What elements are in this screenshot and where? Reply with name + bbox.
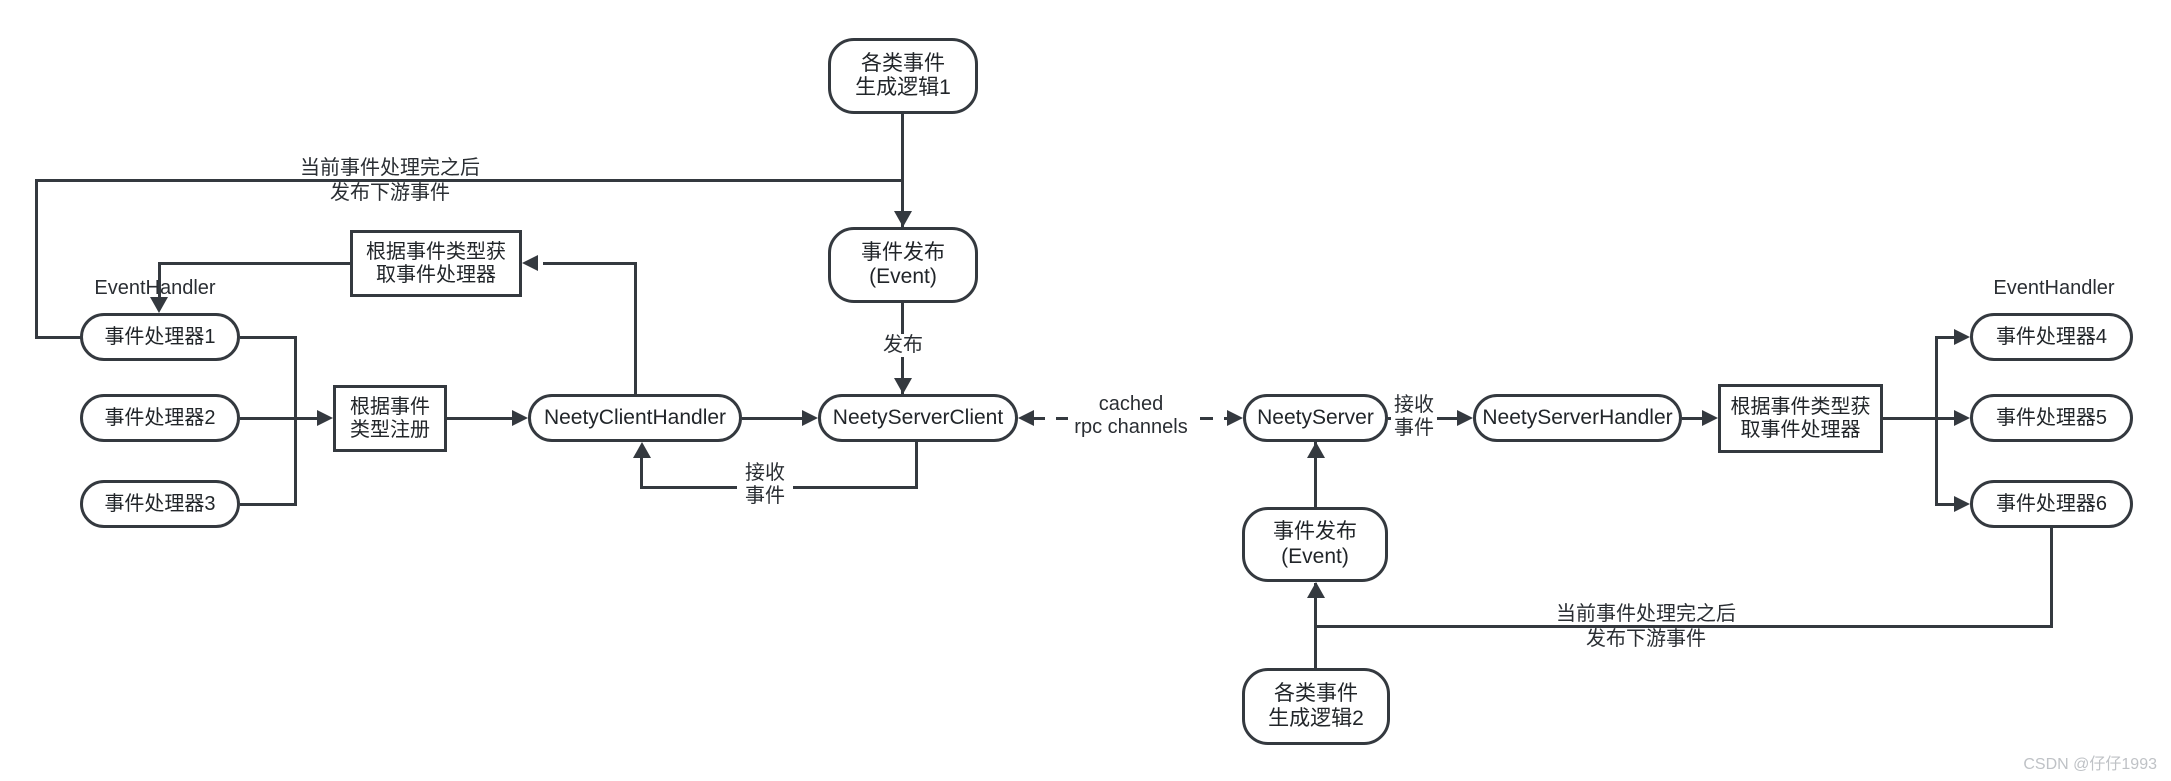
label-publish: 发布 — [874, 334, 932, 357]
label-receive-left: 接收 事件 — [737, 462, 793, 508]
edge-nch-to-gethandler-h — [543, 262, 637, 265]
label-feedback-left: 当前事件处理完之后 发布下游事件 — [300, 157, 480, 204]
node-neety-server-client: NeetyServerClient — [818, 394, 1018, 442]
edge-feedback-right-h — [1314, 625, 2053, 628]
edge-receive-loop-down — [915, 442, 918, 489]
edge-branch-bus — [1935, 336, 1938, 506]
arrowhead-down-icon — [150, 297, 168, 313]
box-get-handler-by-type-left: 根据事件类型获 取事件处理器 — [350, 230, 522, 297]
edge-feedback-left-side — [35, 179, 38, 339]
arrowhead-left-icon — [1018, 410, 1034, 426]
edge-register-bus — [294, 336, 297, 506]
edge-branch-to-handler6 — [1935, 503, 1956, 506]
edge-handler1-to-bus — [240, 336, 297, 339]
arrowhead-right-icon — [1227, 410, 1243, 426]
edge-register-to-nch — [447, 417, 513, 420]
edge-handler2-to-register — [240, 417, 318, 420]
arrowhead-right-icon — [1954, 329, 1970, 345]
node-neety-client-handler: NeetyClientHandler — [528, 394, 742, 442]
label-receive-right: 接收 事件 — [1391, 394, 1437, 440]
arrowhead-right-icon — [1457, 410, 1473, 426]
edge-receive-loop-up — [640, 458, 643, 489]
edge-branch-to-handler4 — [1935, 336, 1956, 339]
arrowhead-up-icon — [1307, 582, 1325, 598]
label-cached-rpc-channels: cached rpc channels — [1068, 393, 1194, 439]
label-feedback-right: 当前事件处理完之后 发布下游事件 — [1556, 603, 1736, 650]
arrowhead-up-icon — [633, 442, 651, 458]
edge-handler3-to-bus — [240, 503, 297, 506]
edge-gethandler-to-handler1-h — [158, 262, 352, 265]
edge-feedback-right-side — [2050, 528, 2053, 628]
arrowhead-left-icon — [522, 255, 538, 271]
edge-gethandler-to-handler1-v — [158, 262, 161, 308]
node-event-publish-1: 事件发布 (Event) — [828, 227, 978, 303]
edge-feedback-left-into-handler1 — [35, 336, 81, 339]
edge-pub2-to-neetyserver — [1314, 442, 1317, 507]
arrowhead-right-icon — [1954, 410, 1970, 426]
node-neety-server: NeetyServer — [1243, 394, 1388, 442]
node-event-handler-5: 事件处理器5 — [1970, 394, 2133, 442]
csdn-watermark: CSDN @仔仔1993 — [2023, 756, 2157, 773]
node-event-gen-2: 各类事件 生成逻辑2 — [1242, 668, 1390, 745]
edge-nch-to-nsc — [742, 417, 803, 420]
arrowhead-right-icon — [802, 410, 818, 426]
node-event-handler-2: 事件处理器2 — [80, 394, 240, 442]
label-eventhandler-left: EventHandler — [94, 277, 216, 299]
node-event-publish-2: 事件发布 (Event) — [1242, 507, 1388, 582]
arrowhead-down-icon — [894, 211, 912, 227]
arrowhead-right-icon — [317, 410, 333, 426]
edge-nch-to-gethandler-v — [634, 262, 637, 394]
node-event-handler-1: 事件处理器1 — [80, 313, 240, 361]
edge-gethandler-to-branch — [1883, 417, 1938, 420]
node-event-handler-6: 事件处理器6 — [1970, 480, 2133, 528]
node-event-gen-1: 各类事件 生成逻辑1 — [828, 38, 978, 114]
arrowhead-up-icon — [1307, 442, 1325, 458]
node-neety-server-handler: NeetyServerHandler — [1473, 394, 1682, 442]
edge-feedback-left-top — [35, 179, 903, 182]
arrowhead-right-icon — [512, 410, 528, 426]
node-event-handler-3: 事件处理器3 — [80, 480, 240, 528]
box-get-handler-by-type-right: 根据事件类型获 取事件处理器 — [1718, 384, 1883, 453]
box-register-by-event-type: 根据事件 类型注册 — [333, 385, 447, 452]
edge-gen1-to-pub1 — [901, 114, 904, 227]
arrowhead-right-icon — [1954, 496, 1970, 512]
arrowhead-right-icon — [1702, 410, 1718, 426]
arrowhead-down-icon — [894, 378, 912, 394]
label-eventhandler-right: EventHandler — [1993, 277, 2115, 299]
node-event-handler-4: 事件处理器4 — [1970, 313, 2133, 361]
edge-branch-to-handler5 — [1938, 417, 1954, 420]
edge-nsh-to-gethandler — [1682, 417, 1704, 420]
